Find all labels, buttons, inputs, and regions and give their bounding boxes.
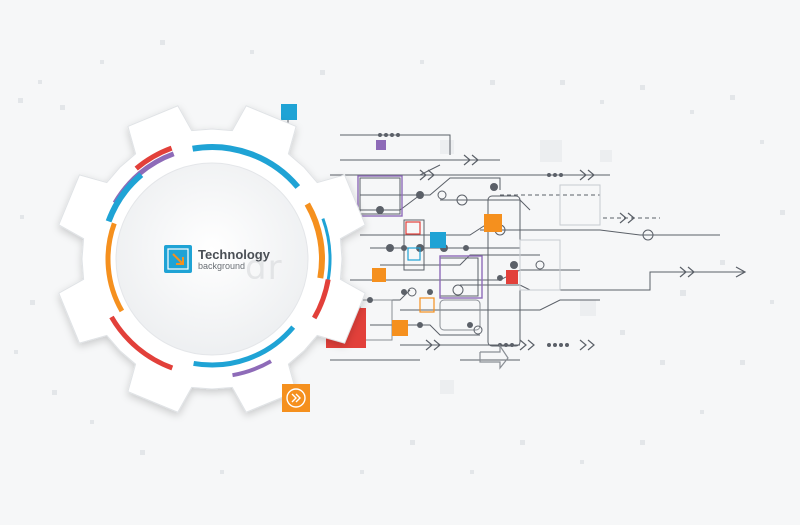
ring-segment: [232, 359, 272, 378]
watermark: dr: [245, 248, 283, 288]
arrow-diagonal-icon: [164, 245, 192, 273]
double-arrow-circle-icon: [282, 384, 310, 412]
ring-segment: [109, 315, 174, 371]
ring-segment: [193, 325, 296, 368]
ring-segment: [105, 222, 125, 313]
gear-inner-disc: [115, 162, 309, 356]
background-dot-pattern: [14, 40, 785, 474]
technology-label: Technology background: [164, 245, 284, 275]
label-subtitle: background: [198, 261, 246, 271]
circuit-nodes: [340, 133, 569, 347]
ring-segment: [134, 145, 173, 171]
ring-segment: [312, 279, 331, 320]
ring-segment: [192, 144, 301, 189]
chevron-arrows: [419, 154, 747, 370]
ring-segment: [304, 202, 325, 279]
ring-segment: [105, 172, 144, 223]
gear-ring-segments: [105, 144, 332, 378]
label-title: Technology: [198, 247, 270, 262]
